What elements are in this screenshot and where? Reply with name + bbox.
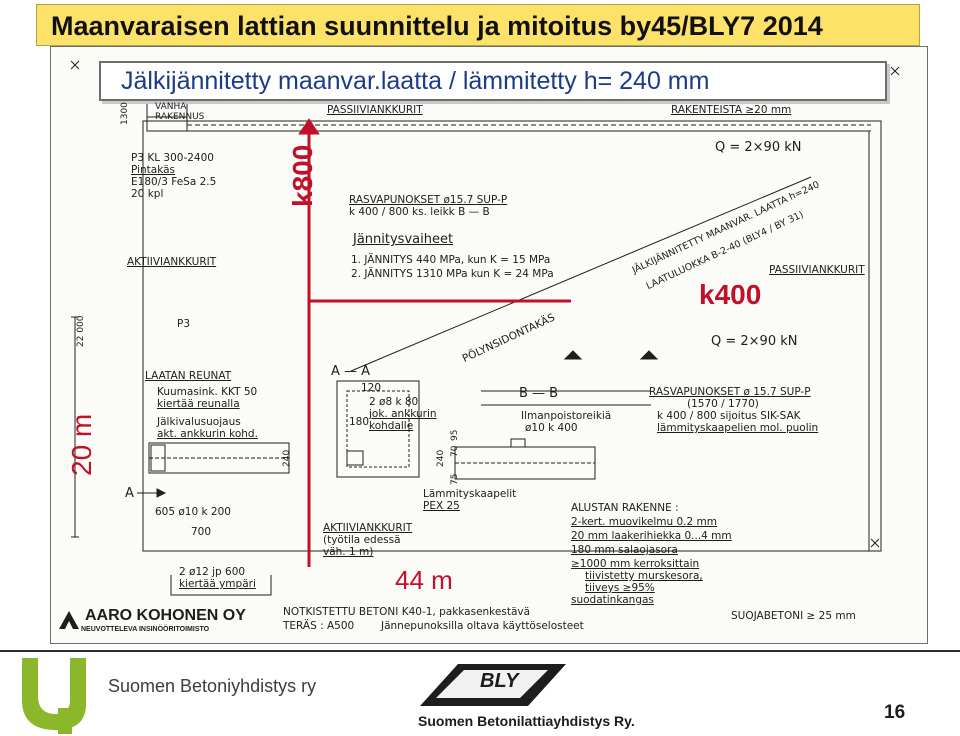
aaro-kohonen-logo-icon bbox=[59, 611, 79, 629]
dim-1300: 1300 bbox=[120, 102, 130, 125]
layer-4: ≥1000 mm kerroksittain bbox=[571, 558, 700, 570]
section-a-marker: A bbox=[125, 486, 134, 501]
load-top-label: Q = 2×90 kN bbox=[715, 140, 802, 155]
bly-badge-text: BLY bbox=[480, 670, 519, 692]
tensioning-phase-2: 2. JÄNNITYS 1310 MPa kun K = 24 MPa bbox=[351, 268, 554, 280]
e180-label: E180/3 FeSa 2.5 bbox=[131, 176, 217, 188]
company-tagline: NEUVOTTELEVA INSINÖÖRITOIMISTO bbox=[81, 626, 210, 633]
slab-outline bbox=[142, 120, 882, 552]
slab-subtitle: Jälkijännitetty maanvar.laatta / lämmite… bbox=[99, 61, 887, 101]
steel-spec-label: TERÄS : A500 bbox=[283, 620, 355, 632]
org-name-left: Suomen Betoniyhdistys ry bbox=[108, 676, 317, 696]
by-logo-icon bbox=[22, 658, 86, 734]
section-b-b-label: B — B bbox=[519, 386, 559, 401]
from-structures-label: RAKENTEISTA ≥20 mm bbox=[671, 104, 792, 116]
d10-label: ø10 k 400 bbox=[525, 422, 578, 434]
each-anchor-label: jok. ankkurin bbox=[369, 408, 437, 420]
dim-240-a: 240 bbox=[282, 449, 292, 467]
concrete-spec-label: NOTKISTETTU BETONI K40-1, pakkasenkestäv… bbox=[283, 606, 531, 618]
company-name: AARO KOHONEN OY bbox=[85, 607, 246, 624]
k800-annotation: k800 bbox=[287, 144, 318, 207]
layer-1: 2-kert. muovikelmu 0.2 mm bbox=[571, 516, 717, 528]
passive-anchors-top: PASSIIVIANKKURIT bbox=[327, 104, 423, 116]
active-anchor-point-label: akt. ankkurin kohd. bbox=[157, 428, 258, 440]
layer-2: 20 mm laakerihiekka 0...4 mm bbox=[571, 530, 732, 542]
tensioning-phase-1: 1. JÄNNITYS 440 MPa, kun K = 15 MPa bbox=[351, 254, 551, 266]
passive-anchors-right: PASSIIVIANKKURIT bbox=[769, 264, 865, 276]
active-anchors-bottom: AKTIIVIANKKURIT bbox=[323, 522, 413, 534]
rebar-d12-label: 2 ø12 jp 600 bbox=[179, 566, 246, 578]
pex-label: PEX 25 bbox=[423, 500, 460, 512]
wrap-around-label: kiertää ympäri bbox=[179, 578, 256, 590]
dim-605-label: 605 ø10 k 200 bbox=[155, 506, 231, 518]
p3-label: P3 bbox=[177, 318, 191, 330]
hot-dip-label: Kuumasink. KKT 50 bbox=[157, 386, 258, 398]
strands-mid-label: RASVAPUNOKSET ø 15.7 SUP-P bbox=[649, 386, 811, 398]
heating-cable-sides-label: lämmityskaapelien mol. puolin bbox=[657, 422, 819, 434]
page-number: 16 bbox=[884, 702, 906, 723]
base-structure-label: ALUSTAN RAKENNE : bbox=[571, 502, 679, 514]
strands-top-label: RASVAPUNOKSET ø15.7 SUP-P bbox=[349, 194, 508, 206]
strand-certificate-label: Jännepunoksilla oltava käyttöselosteet bbox=[381, 620, 584, 632]
layer-6: tiiveys ≥95% bbox=[585, 582, 655, 594]
kpl-label: 20 kpl bbox=[131, 188, 164, 200]
layer-7: suodatinkangas bbox=[571, 594, 654, 606]
footer-divider bbox=[0, 650, 960, 652]
old-building-label: VANHA RAKENNUS bbox=[155, 102, 205, 122]
drawing-linework bbox=[70, 60, 900, 596]
vent-holes-label: Ilmanpoistoreikiä bbox=[521, 410, 612, 422]
after-cast-label: Jälkivalusuojaus bbox=[157, 416, 241, 428]
dim-240-b: 240 bbox=[436, 449, 446, 467]
work-space-label: (työtila edessä bbox=[323, 534, 401, 546]
active-anchors-left: AKTIIVIANKKURIT bbox=[127, 256, 217, 268]
dim-700-label: 700 bbox=[191, 526, 212, 538]
technical-drawing: Jälkijännitetty maanvar.laatta / lämmite… bbox=[50, 46, 928, 644]
dim-180: 180 bbox=[349, 416, 370, 428]
layer-3: 180 mm salaojasora bbox=[571, 544, 678, 556]
rebar-d8-label: 2 ø8 k 80 bbox=[369, 396, 419, 408]
dim-95: 95 bbox=[450, 429, 460, 441]
load-mid-label: Q = 2×90 kN bbox=[711, 334, 798, 349]
slab-edges-label: LAATAN REUNAT bbox=[145, 370, 232, 382]
heating-cables-label: Lämmityskaapelit bbox=[423, 488, 517, 500]
zigzag-label: k 400 / 800 sijoitus SIK-SAK bbox=[657, 410, 801, 422]
cover-concrete-label: SUOJABETONI ≥ 25 mm bbox=[731, 610, 856, 622]
k400-annotation: k400 bbox=[699, 279, 762, 310]
k800-arrow-up bbox=[298, 118, 320, 135]
dim-22000: 22 000 bbox=[76, 315, 86, 348]
layer-5: tiivistetty murskesora, bbox=[585, 570, 703, 582]
pintakas-label: Pintakäs bbox=[131, 164, 176, 176]
tensioning-phases-heading: Jännitysvaiheet bbox=[353, 232, 454, 247]
bly-logo-icon bbox=[420, 664, 566, 706]
min-1m-label: väh. 1 m) bbox=[323, 546, 374, 558]
dim-70: 70 bbox=[450, 445, 460, 457]
p3-kl-label: P3 KL 300-2400 bbox=[131, 152, 214, 164]
org-name-right: Suomen Betonilattiayhdistys Ry. bbox=[418, 713, 635, 729]
dim-120: 120 bbox=[361, 382, 382, 394]
width-annotation: 20 m bbox=[66, 413, 97, 476]
edge-rotate-label: kiertää reunalla bbox=[157, 398, 240, 410]
page-title: Maanvaraisen lattian suunnittelu ja mito… bbox=[36, 4, 920, 46]
section-a-a-label: A — A bbox=[331, 364, 371, 379]
spacing-top-label: k 400 / 800 ks. leikk B — B bbox=[349, 206, 490, 218]
length-annotation: 44 m bbox=[395, 565, 453, 595]
at-point-label: kohdalle bbox=[369, 420, 414, 432]
dim-75: 75 bbox=[450, 473, 460, 485]
dim-1570-label: (1570 / 1770) bbox=[687, 398, 759, 410]
